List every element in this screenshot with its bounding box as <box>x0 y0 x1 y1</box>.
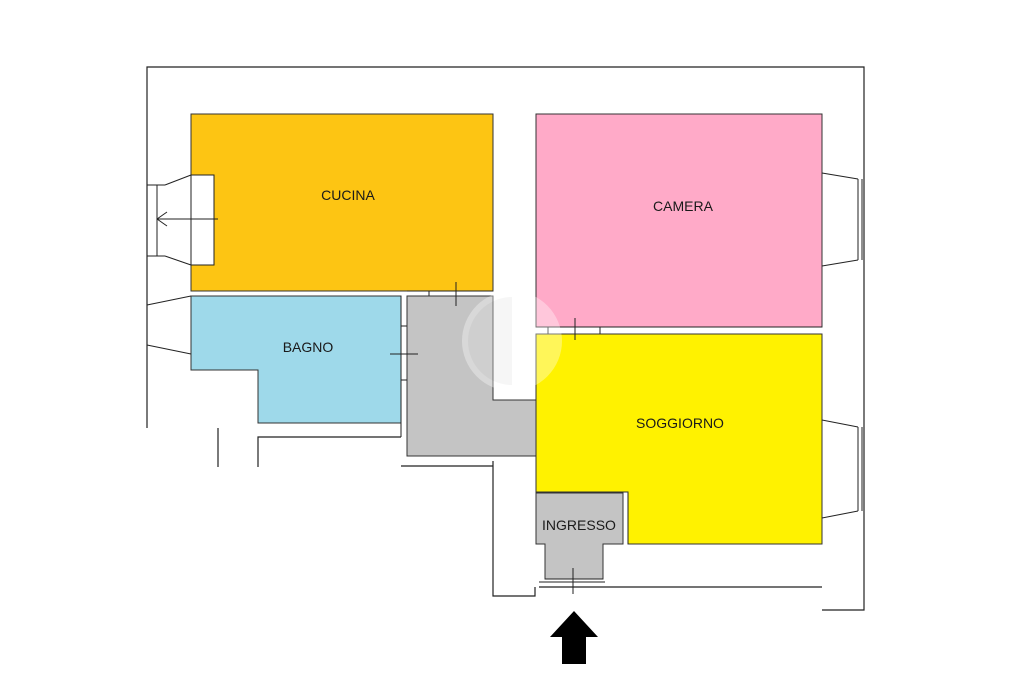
room-camera <box>535 113 823 328</box>
window-cucina <box>147 174 218 266</box>
room-ingresso <box>535 492 624 580</box>
label-ingresso: INGRESSO <box>542 517 616 533</box>
doors <box>390 282 822 594</box>
label-cucina: CUCINA <box>321 187 375 203</box>
outer-walls <box>146 66 865 611</box>
label-bagno: BAGNO <box>283 339 334 355</box>
label-soggiorno: SOGGIORNO <box>636 415 724 431</box>
label-camera: CAMERA <box>653 198 714 214</box>
room-bagno <box>190 295 402 424</box>
window-soggiorno <box>821 419 863 519</box>
entrance-arrow-icon <box>550 611 598 664</box>
window-camera <box>821 172 863 267</box>
window-bagno <box>146 295 192 355</box>
watermark-logo <box>462 291 562 391</box>
room-corridoio <box>406 295 537 457</box>
